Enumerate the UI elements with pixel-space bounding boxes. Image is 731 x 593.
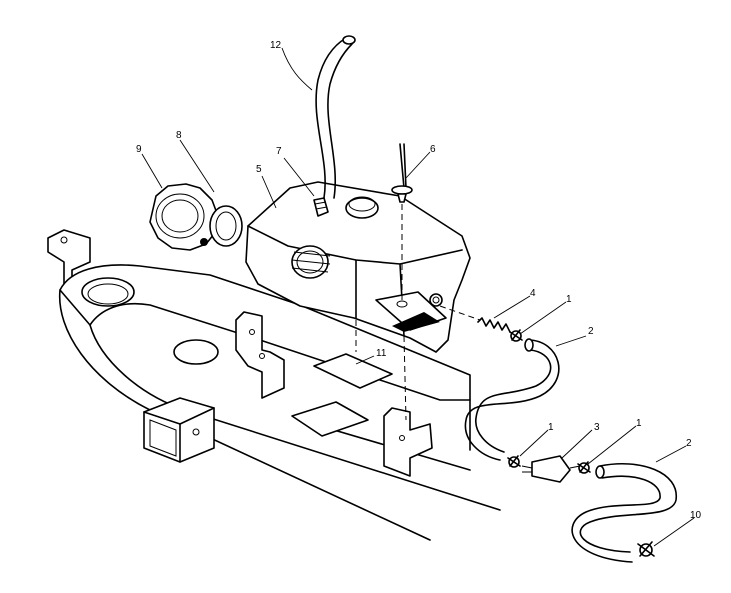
end-hose-clamp [637, 541, 655, 557]
mid-hose-clamp [507, 455, 521, 468]
callout-10: 10 [690, 510, 702, 521]
callout-3: 3 [594, 422, 600, 433]
lower-hose-clamp [577, 461, 591, 474]
callout-4: 4 [530, 288, 536, 299]
callout-12: 12 [270, 40, 282, 51]
callout-1-lower: 1 [636, 418, 642, 429]
fuel-gauge-rod [391, 143, 413, 421]
gas-cap [149, 183, 219, 251]
callout-1-mid: 1 [548, 422, 554, 433]
fuel-line-upper [464, 338, 560, 461]
callout-7: 7 [276, 146, 282, 157]
callout-labels: 12 7 5 8 9 6 4 1 2 11 1 3 1 2 10 [136, 40, 702, 521]
callout-6: 6 [430, 144, 436, 155]
callout-2-lower: 2 [686, 438, 692, 449]
tank-pad [313, 300, 393, 389]
fuel-tank [245, 181, 471, 353]
fuel-filter [521, 455, 581, 483]
callout-8: 8 [176, 130, 182, 141]
callout-leaders [141, 47, 695, 547]
cap-gasket [200, 205, 243, 247]
callout-1-upper: 1 [566, 294, 572, 305]
callout-11: 11 [376, 348, 387, 359]
spring [439, 305, 511, 333]
vent-hose [315, 35, 356, 199]
fuel-line-lower [571, 462, 677, 563]
callout-5: 5 [256, 164, 262, 175]
upper-hose-clamp [509, 329, 523, 342]
callout-2-upper: 2 [588, 326, 594, 337]
callout-9: 9 [136, 144, 142, 155]
